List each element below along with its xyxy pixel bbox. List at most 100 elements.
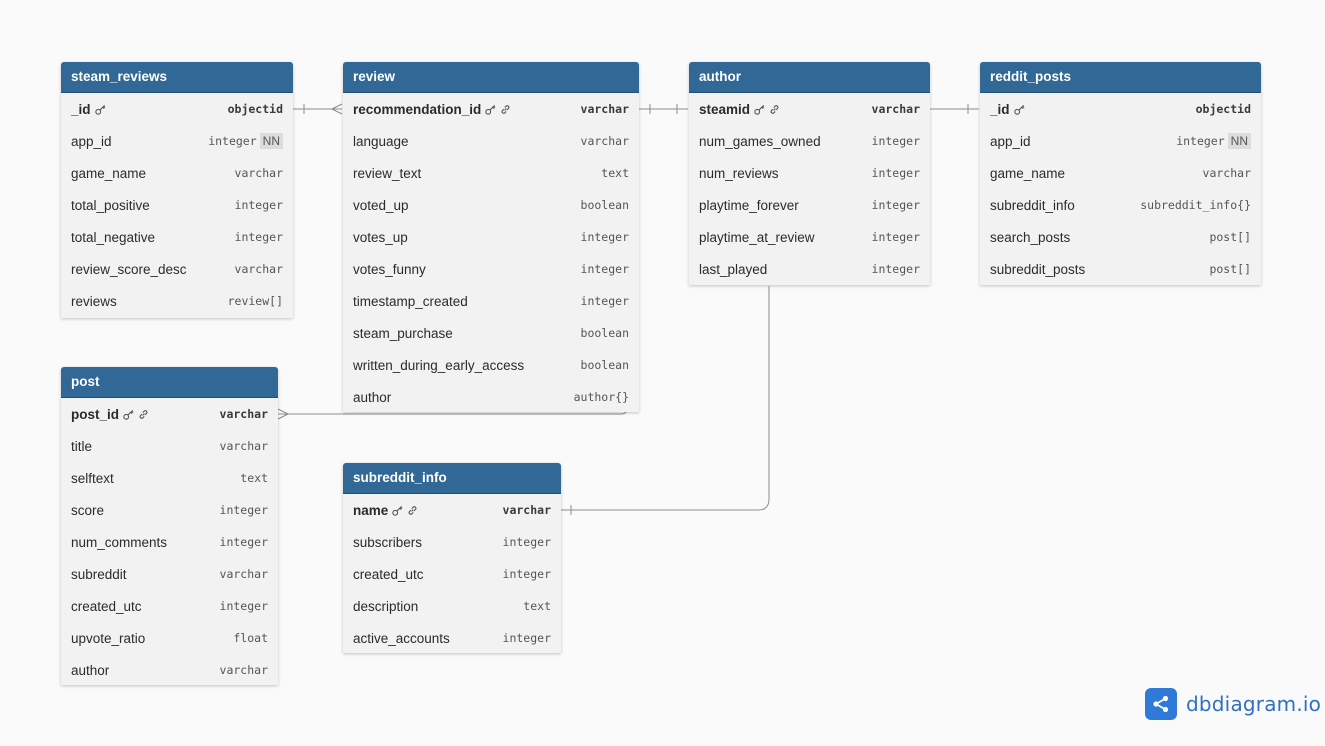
field-type: integer <box>871 198 920 212</box>
field-name-text: selftext <box>71 470 114 486</box>
field-type: integer <box>1176 134 1225 148</box>
field-name: playtime_forever <box>699 198 872 213</box>
field-row[interactable]: selftext text <box>61 462 278 494</box>
many-marker <box>277 408 289 420</box>
field-row[interactable]: num_reviews integer <box>689 157 930 189</box>
field-name: playtime_at_review <box>699 230 872 245</box>
field-type: author{} <box>573 390 629 404</box>
field-row[interactable]: subreddit_info subreddit_info{} <box>980 189 1261 221</box>
field-type: subreddit_info{} <box>1140 198 1251 212</box>
field-type: objectid <box>227 102 283 116</box>
field-name-text: language <box>353 133 409 149</box>
field-name-text: game_name <box>990 165 1066 181</box>
field-name: review_score_desc <box>71 262 235 277</box>
table-header[interactable]: review <box>343 62 639 93</box>
field-name-text: author <box>353 389 392 405</box>
field-name: timestamp_created <box>353 294 581 309</box>
field-type: varchar <box>502 503 551 517</box>
table-header[interactable]: steam_reviews <box>61 62 293 93</box>
field-name: review_text <box>353 166 601 181</box>
field-name: author <box>71 663 220 678</box>
field-name: total_positive <box>71 198 235 213</box>
field-name-text: post_id <box>71 406 120 422</box>
key-icon <box>1013 104 1025 115</box>
field-type: text <box>523 599 551 613</box>
field-name-text: subreddit_info <box>990 197 1075 213</box>
field-type: varchar <box>580 102 629 116</box>
table-header[interactable]: reddit_posts <box>980 62 1261 93</box>
field-name-text: steam_purchase <box>353 325 453 341</box>
field-type: post[] <box>1209 230 1251 244</box>
field-name: description <box>353 599 523 614</box>
table-header[interactable]: post <box>61 367 278 398</box>
field-name-text: app_id <box>990 133 1031 149</box>
field-type: varchar <box>219 439 268 453</box>
field-name: created_utc <box>71 599 220 614</box>
field-name: written_during_early_access <box>353 358 581 373</box>
not-null-badge: NN <box>1227 133 1251 149</box>
field-name-text: num_reviews <box>699 165 779 181</box>
field-name-text: score <box>71 502 105 518</box>
table-header[interactable]: author <box>689 62 930 93</box>
field-type: review[] <box>227 294 283 308</box>
share-nodes-icon <box>1145 687 1177 720</box>
table-header[interactable]: subreddit_info <box>343 463 561 494</box>
field-name: votes_funny <box>353 262 581 277</box>
field-type: text <box>240 471 268 485</box>
field-row[interactable]: author author{} <box>343 381 639 413</box>
many-marker <box>331 103 343 115</box>
brand-logo[interactable]: dbdiagram.io <box>1145 687 1321 720</box>
field-name: recommendation_id <box>353 102 581 117</box>
field-type: integer <box>871 166 920 180</box>
field-name-text: total_negative <box>71 229 156 245</box>
field-name-text: total_positive <box>71 197 150 213</box>
field-type: varchar <box>234 262 283 276</box>
